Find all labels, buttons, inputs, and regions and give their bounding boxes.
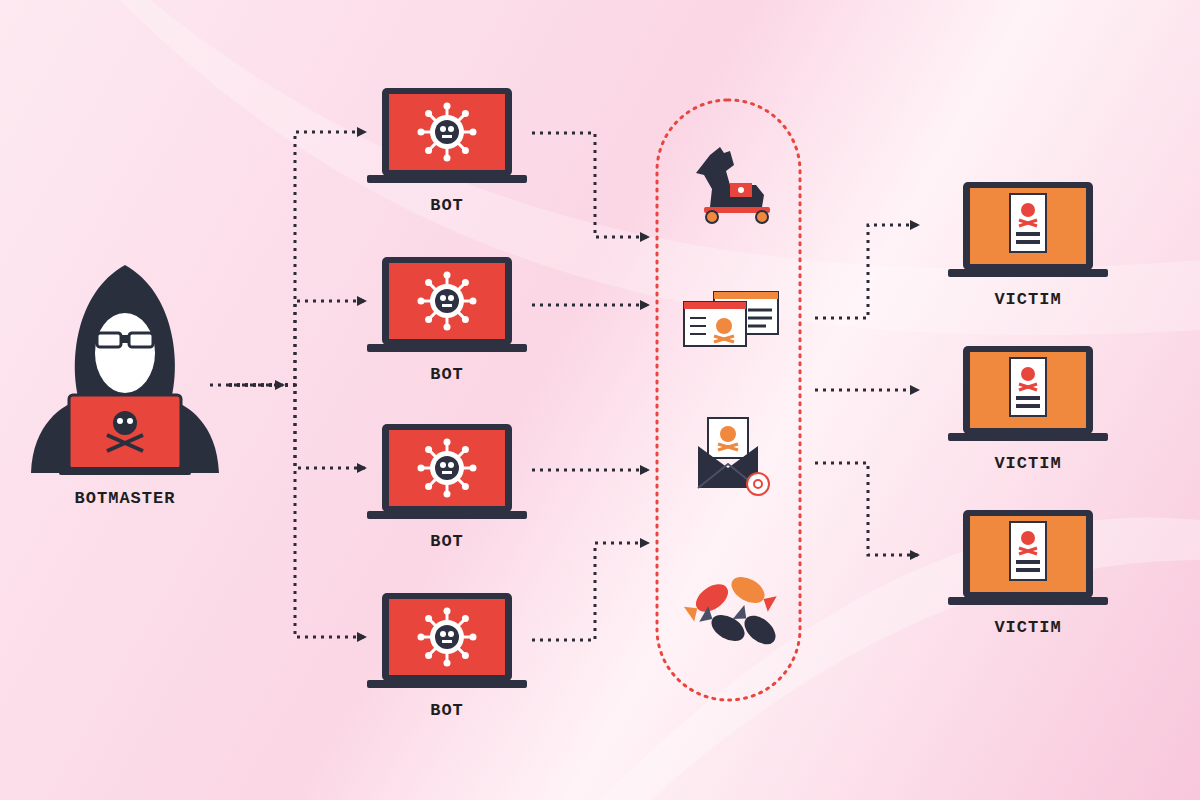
victim-node: VICTIM [948,346,1108,473]
node-label: BOT [430,365,464,384]
command-connector [229,301,365,385]
bot-node: BOT [367,257,527,384]
command-connector [229,132,365,385]
laptop-icon [948,510,1108,606]
bot-node: BOT [367,593,527,720]
victim-node: VICTIM [948,510,1108,637]
phishing-email-icon [698,418,769,495]
node-label: VICTIM [994,454,1061,473]
laptop-icon [367,424,527,520]
node-label: VICTIM [994,618,1061,637]
node-label: BOTMASTER [75,489,176,508]
malicious-webpage-icon [684,292,778,346]
bot-node: BOT [367,88,527,215]
laptop-icon [948,182,1108,278]
laptop-icon [367,257,527,353]
bg-streak [600,517,1200,800]
command-connector [229,385,365,637]
bg-streak [120,0,1200,335]
bomb-icons [683,571,781,650]
node-label: BOT [430,532,464,551]
attack-methods-outline [657,100,800,700]
bot-node: BOT [367,424,527,551]
node-label: BOT [430,701,464,720]
victim-node: VICTIM [948,182,1108,309]
botmaster-node: BOTMASTER [25,255,225,508]
laptop-icon [367,593,527,689]
laptop-icon [367,88,527,184]
command-connector [229,385,365,468]
node-label: VICTIM [994,290,1061,309]
node-label: BOT [430,196,464,215]
hacker-figure [25,255,225,477]
trojan-horse-icon [696,147,770,223]
laptop-icon [948,346,1108,442]
bot-attack-arrows [532,133,918,640]
